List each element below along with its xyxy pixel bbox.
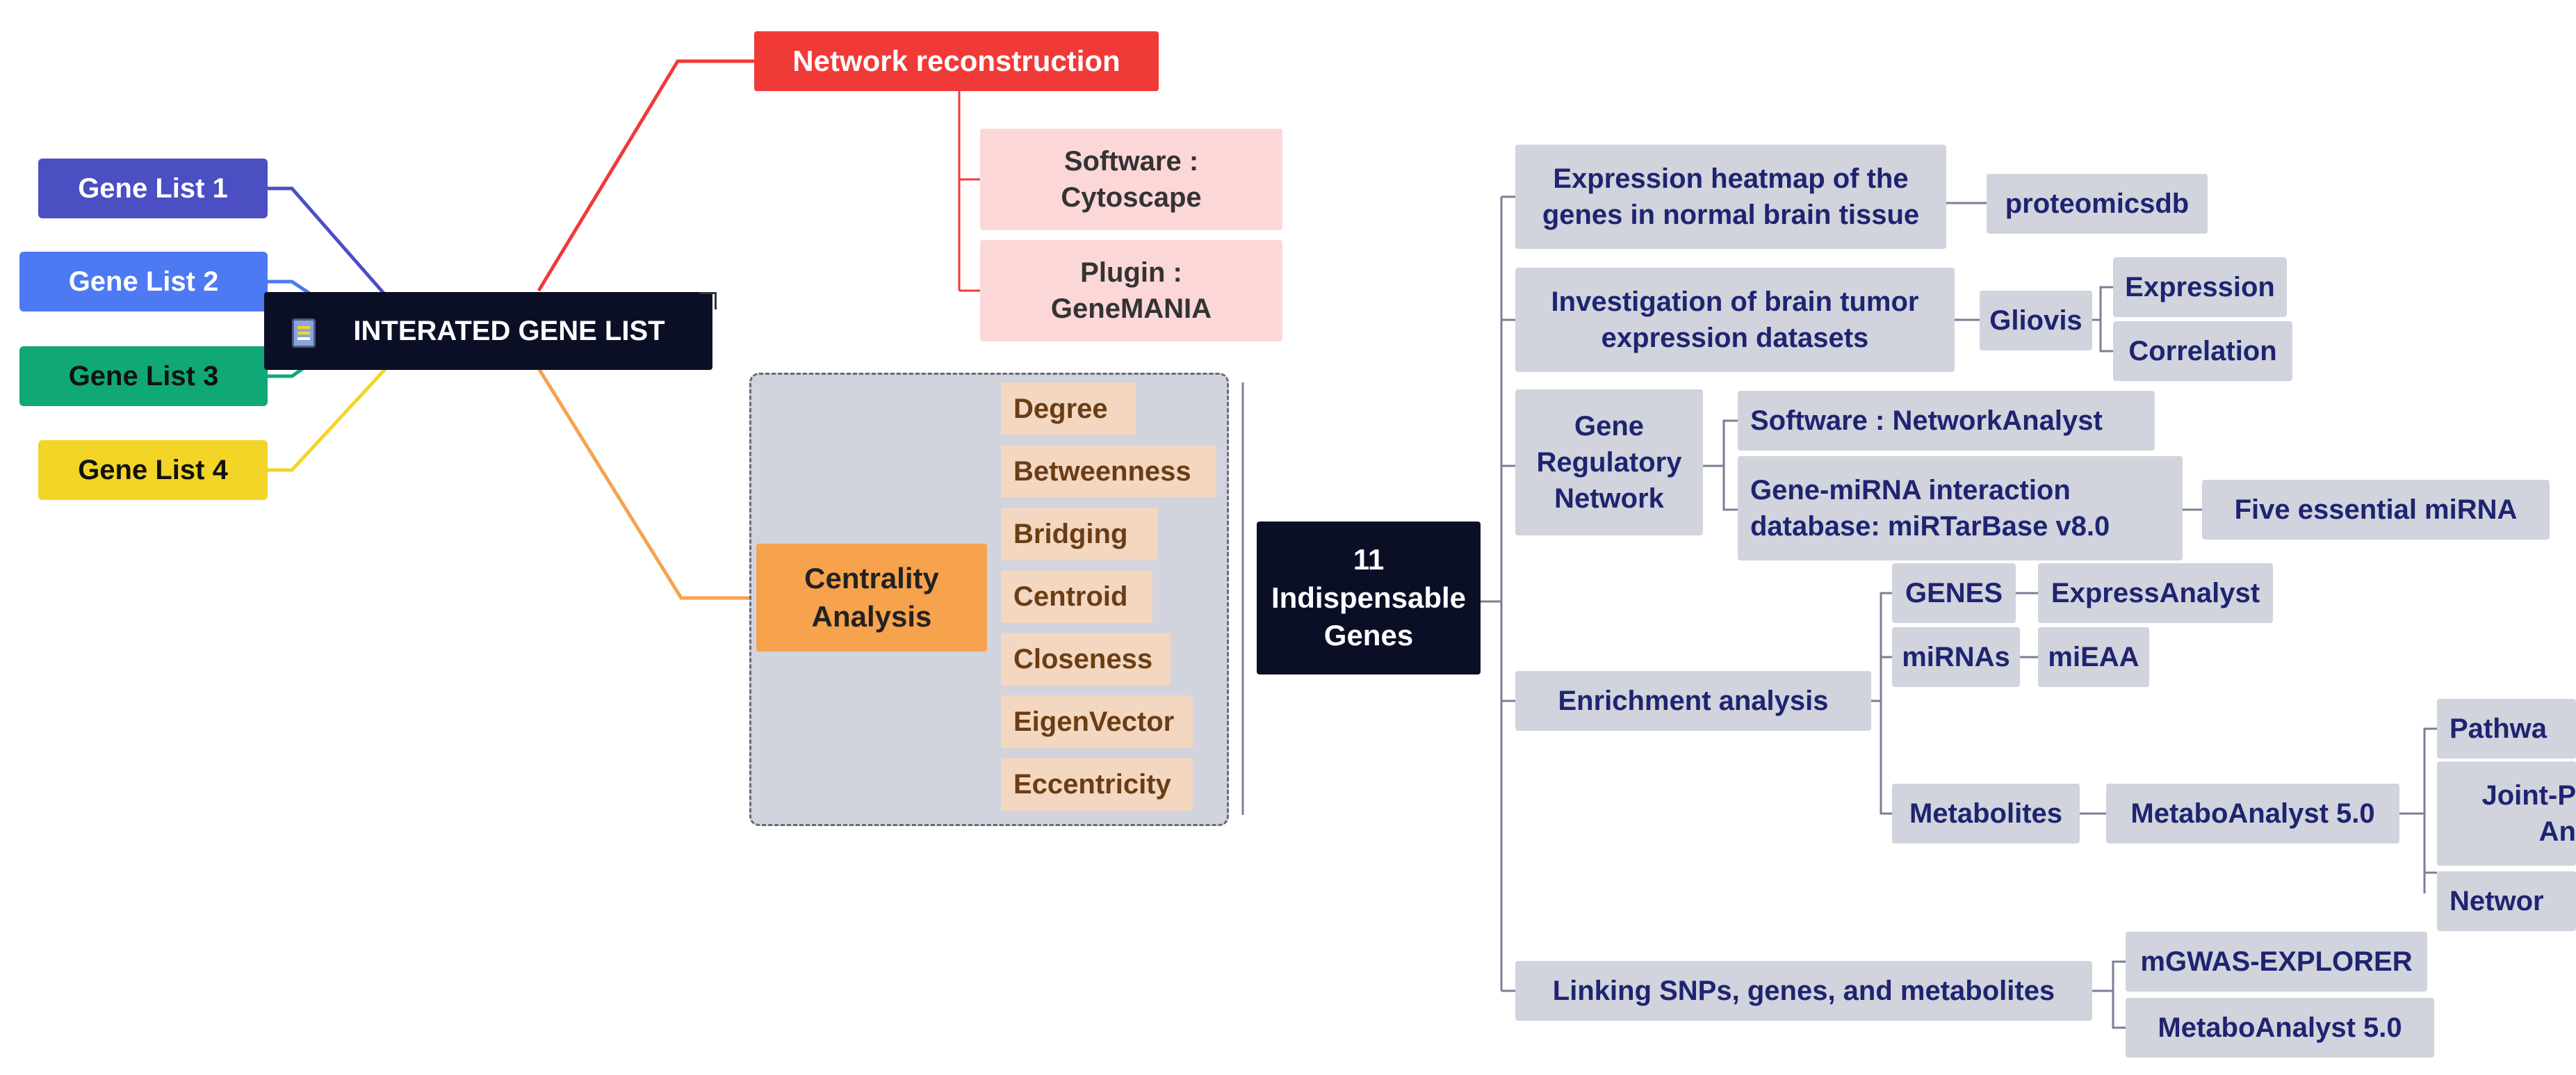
linking-snps: Linking SNPs, genes, and metabolites <box>1515 961 2092 1021</box>
gene-list-3: Gene List 3 <box>19 346 268 406</box>
mieaa: miEAA <box>2038 627 2149 687</box>
connector-gene-list-1 <box>268 186 387 297</box>
connector-network-children <box>958 89 980 292</box>
metaboanalyst-linking: MetaboAnalyst 5.0 <box>2126 998 2434 1058</box>
brain-tumor-investigation: Investigation of brain tumor expression … <box>1515 268 1955 372</box>
software-cytoscape: Software : Cytoscape <box>980 129 1282 230</box>
correlation-node: Correlation <box>2113 321 2292 381</box>
plugin-genemania: Plugin : GeneMANIA <box>980 240 1282 341</box>
connector-centrality <box>537 367 756 600</box>
gene-regulatory-network: Gene Regulatory Network <box>1515 389 1703 535</box>
measure-degree: Degree <box>1001 382 1136 435</box>
software-networkanalyst: Software : NetworkAnalyst <box>1738 391 2155 451</box>
measure-closeness: Closeness <box>1001 633 1171 686</box>
measure-centroid: Centroid <box>1001 570 1152 623</box>
gene-list-4: Gene List 4 <box>38 440 268 500</box>
measure-bridging: Bridging <box>1001 508 1158 560</box>
enrichment-genes: GENES <box>1892 563 2016 623</box>
connector-gene-list-4 <box>268 367 387 472</box>
enrichment-analysis: Enrichment analysis <box>1515 671 1871 731</box>
fold-corner-icon <box>699 292 717 309</box>
gene-mirna-database: Gene-miRNA interaction database: miRTarB… <box>1738 456 2183 560</box>
enrichment-mirnas: miRNAs <box>1892 627 2020 687</box>
connector-network <box>537 59 754 292</box>
gene-list-1: Gene List 1 <box>38 159 268 218</box>
metaboanalyst-enrichment: MetaboAnalyst 5.0 <box>2106 784 2399 843</box>
expressanalyst: ExpressAnalyst <box>2038 563 2273 623</box>
proteomicsdb: proteomicsdb <box>1987 174 2208 234</box>
integrated-gene-list: INTERATED GENE LIST <box>264 292 712 370</box>
expression-node: Expression <box>2113 257 2287 317</box>
measure-betweenness: Betweenness <box>1001 445 1216 498</box>
document-icon <box>292 318 316 348</box>
pathway-analysis: Pathwa <box>2437 699 2576 759</box>
measure-eccentricity: Eccentricity <box>1001 758 1193 811</box>
measure-eigenvector: EigenVector <box>1001 695 1193 748</box>
indispensable-genes: 11 Indispensable Genes <box>1257 522 1481 674</box>
network-analysis: Networ <box>2437 871 2576 931</box>
joint-pathway-analysis: Joint-P An <box>2437 761 2576 866</box>
gene-list-2: Gene List 2 <box>19 252 268 312</box>
five-essential-mirna: Five essential miRNA <box>2202 480 2550 540</box>
mgwas-explorer: mGWAS-EXPLORER <box>2126 932 2427 992</box>
centrality-analysis: Centrality Analysis <box>756 544 987 652</box>
connector-analyses <box>1501 195 1515 992</box>
connector-gene-list-2 <box>268 280 314 298</box>
enrichment-metabolites: Metabolites <box>1892 784 2080 843</box>
expression-heatmap: Expression heatmap of the genes in norma… <box>1515 145 1946 249</box>
gliovis: Gliovis <box>1980 291 2092 350</box>
network-reconstruction: Network reconstruction <box>754 31 1159 91</box>
